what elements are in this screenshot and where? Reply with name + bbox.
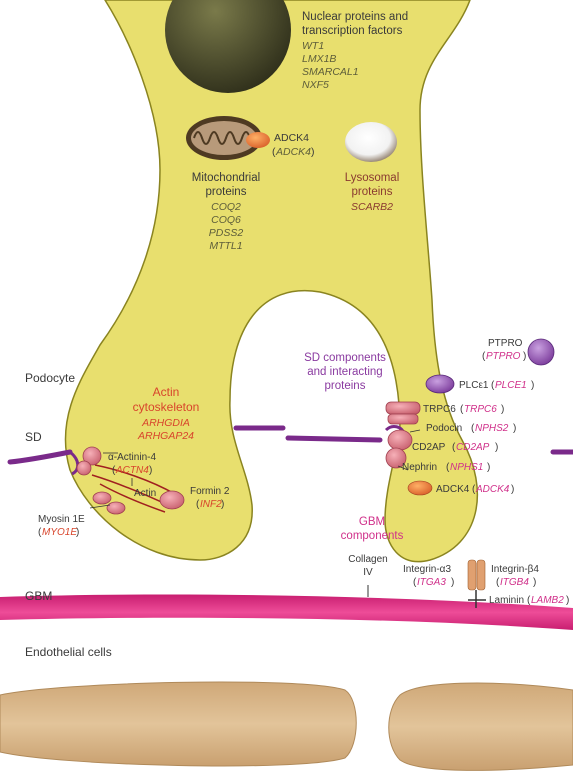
- podocin-paren-close: ): [513, 423, 516, 434]
- collagen-label-1: Collagen: [348, 554, 387, 565]
- integrin-a3-gene: ITGA3: [417, 577, 446, 588]
- lyso-gene-scarb2: SCARB2: [351, 201, 393, 213]
- formin-gene: INF2: [200, 499, 222, 510]
- podocin-gene: NPHS2: [475, 423, 509, 434]
- gbm-label: GBM: [25, 589, 52, 603]
- integrin-b4-gene: ITGB4: [500, 577, 529, 588]
- formin-ball: [160, 491, 184, 509]
- nuclear-gene-wt1: WT1: [302, 40, 324, 52]
- myosin-name: Myosin 1E: [38, 514, 85, 525]
- trpc6-name: TRPC6: [423, 404, 456, 415]
- nephrin-gene: NPHS1: [450, 462, 483, 473]
- ptpro-ball: [528, 339, 554, 365]
- ptpro-paren-close: ): [523, 351, 526, 362]
- mito-title-2: proteins: [206, 186, 247, 198]
- integrin-b4-paren-close: ): [533, 577, 536, 588]
- lyso-title-2: proteins: [352, 186, 393, 198]
- lysosome: [345, 122, 397, 162]
- podocyte-label: Podocyte: [25, 371, 75, 385]
- gbm-comp-title-2: components: [341, 530, 404, 542]
- nuclear-gene-lmx1b: LMX1B: [302, 53, 336, 65]
- integrin-b4-name: Integrin-β4: [491, 564, 539, 575]
- plce1-ball: [426, 375, 454, 393]
- nuclear-title-1: Nuclear proteins and: [302, 11, 408, 23]
- podocin-name: Podocin: [426, 423, 462, 434]
- nuclear-gene-nxf5: NXF5: [302, 79, 329, 91]
- trpc6-channel-bottom: [388, 414, 418, 424]
- adck4-mito-label: ADCK4: [274, 132, 309, 144]
- adck4-mito-gene: ADCK4: [275, 146, 311, 158]
- actinin-name: α-Actinin-4: [108, 452, 156, 463]
- formin-name: Formin 2: [190, 486, 230, 497]
- gbm-band: [0, 595, 573, 630]
- actinin-ball-2: [77, 461, 91, 475]
- plce-name: PLCε1: [459, 380, 489, 391]
- plce-gene: PLCE1: [495, 380, 527, 391]
- ptpro-gene: PTPRO: [486, 351, 521, 362]
- trpc6-channel-top: [386, 402, 420, 414]
- endothelial-label: Endothelial cells: [25, 645, 112, 659]
- sd-comp-title-2: and interacting: [307, 366, 382, 378]
- ptpro-name: PTPRO: [488, 338, 523, 349]
- sd-comp-title-3: proteins: [325, 380, 366, 392]
- mito-title-1: Mitochondrial: [192, 172, 260, 184]
- adck4-ball: [408, 481, 432, 495]
- integrin: [468, 560, 486, 608]
- actinin-paren-close: ): [149, 465, 152, 476]
- mito-gene-mttl1: MTTL1: [209, 240, 242, 252]
- sd-line-left: [10, 452, 70, 462]
- lyso-title-1: Lysosomal: [345, 172, 400, 184]
- actinin-gene: ACTN4: [115, 465, 149, 476]
- cd2ap-name: CD2AP: [412, 442, 446, 453]
- cd2ap-gene: CD2AP: [456, 442, 490, 453]
- nuclear-title-2: transcription factors: [302, 25, 403, 37]
- nephrin-paren-close: ): [487, 462, 490, 473]
- nephrin-name: Nephrin: [402, 462, 437, 473]
- mito-gene-coq6: COQ6: [211, 214, 241, 226]
- podocyte-cell-body: [65, 0, 477, 562]
- plce-paren-close: ): [531, 380, 534, 391]
- myosin-head-2: [107, 502, 125, 514]
- formin-paren-close: ): [221, 499, 224, 510]
- actin-title-1: Actin: [153, 385, 180, 399]
- endothelial-cell-left: [0, 682, 356, 766]
- mito-gene-pdss2: PDSS2: [209, 227, 244, 239]
- laminin-gene: LAMB2: [531, 595, 564, 606]
- adck4-paren-close: ): [511, 484, 514, 495]
- laminin-paren-close: ): [566, 595, 569, 606]
- sd-line-middle-right: [288, 438, 380, 440]
- actin-gene-arhgdia: ARHGDIA: [141, 417, 190, 429]
- trpc6-gene: TRPC6: [464, 404, 497, 415]
- myosin-gene: MYO1E: [42, 527, 77, 538]
- adck4-mito-paren-close: ): [311, 146, 315, 158]
- gbm-comp-title-1: GBM: [359, 516, 385, 528]
- integrin-a3-paren-close: ): [451, 577, 454, 588]
- laminin-name: Laminin: [489, 595, 524, 606]
- adck4-name: ADCK4: [436, 484, 470, 495]
- integrin-a3-name: Integrin-α3: [403, 564, 451, 575]
- actin-title-2: cytoskeleton: [133, 400, 200, 414]
- myosin-paren-close: ): [76, 527, 79, 538]
- actin-gene-arhgap24: ARHGAP24: [137, 430, 194, 442]
- adck4-gene: ADCK4: [475, 484, 510, 495]
- myosin-head-1: [93, 492, 111, 504]
- sd-label: SD: [25, 430, 42, 444]
- actin-label: Actin: [134, 488, 156, 499]
- endothelial-cell-right: [389, 683, 573, 770]
- nuclear-gene-smarcal1: SMARCAL1: [302, 66, 359, 78]
- cd2ap-paren-close: ): [495, 442, 498, 453]
- podocin-ball: [388, 430, 412, 450]
- mito-gene-coq2: COQ2: [211, 201, 241, 213]
- trpc6-paren-close: ): [501, 404, 504, 415]
- sd-comp-title-1: SD components: [304, 352, 386, 364]
- collagen-label-2: IV: [363, 567, 373, 578]
